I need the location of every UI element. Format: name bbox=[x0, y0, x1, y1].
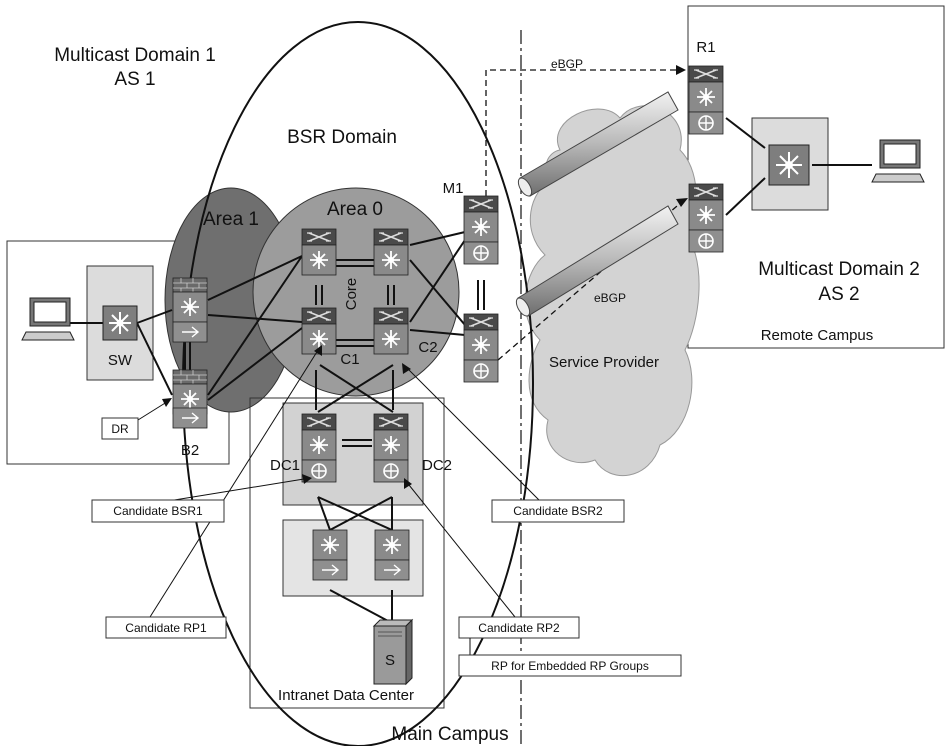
ebgp-arrow-top bbox=[676, 65, 686, 75]
r1-router-bottom bbox=[688, 183, 724, 253]
access-switch-right bbox=[374, 529, 410, 581]
service-provider-label: Service Provider bbox=[549, 354, 659, 371]
bsr2-arrow bbox=[402, 363, 411, 374]
sw-switch-icon bbox=[102, 305, 138, 341]
m1-label: M1 bbox=[443, 180, 464, 197]
r1-label: R1 bbox=[696, 39, 715, 56]
intranet-dc-box bbox=[249, 397, 445, 709]
domain1-title: Multicast Domain 1 bbox=[54, 45, 216, 66]
candidate-rp2-callout: Candidate RP2 bbox=[478, 621, 560, 635]
core-switch-top-right bbox=[373, 228, 409, 276]
m1-router-top bbox=[463, 195, 499, 265]
rp1-callout-box bbox=[105, 616, 227, 639]
core-switch-c2 bbox=[373, 307, 409, 355]
b2-label: B2 bbox=[181, 442, 199, 459]
rp1-arrow bbox=[314, 345, 322, 356]
dr-callout-box bbox=[101, 417, 139, 440]
main-campus-label: Main Campus bbox=[391, 724, 508, 745]
core-switch-top-left bbox=[301, 228, 337, 276]
dc1-label: DC1 bbox=[270, 457, 300, 474]
laptop-left-icon bbox=[21, 297, 75, 341]
domain2-as: AS 2 bbox=[818, 284, 859, 305]
area1-label: Area 1 bbox=[203, 209, 259, 230]
ebgp-arrow-mid bbox=[676, 198, 688, 207]
dc2-label: DC2 bbox=[422, 457, 452, 474]
links bbox=[70, 117, 872, 623]
server-label: S bbox=[385, 652, 395, 669]
b2-firewall-stack bbox=[172, 369, 208, 429]
domain2-title: Multicast Domain 2 bbox=[758, 259, 920, 280]
candidate-rp1-callout: Candidate RP1 bbox=[125, 621, 207, 635]
callout-leaders bbox=[137, 346, 543, 618]
tunnel-top bbox=[517, 91, 679, 197]
intranet-dc-label: Intranet Data Center bbox=[278, 687, 414, 704]
remote-campus-label: Remote Campus bbox=[761, 327, 874, 344]
area0-label: Area 0 bbox=[327, 199, 383, 220]
dr-callout: DR bbox=[111, 422, 129, 436]
bsr-domain-label: BSR Domain bbox=[287, 127, 397, 148]
bsr1-arrow bbox=[302, 474, 312, 484]
service-provider-cloud bbox=[524, 105, 700, 476]
c1-label: C1 bbox=[340, 351, 359, 368]
rp2-arrow bbox=[404, 478, 412, 489]
laptop-right-icon bbox=[871, 139, 925, 183]
server-icon bbox=[372, 618, 414, 686]
candidate-bsr1-callout: Candidate BSR1 bbox=[113, 504, 203, 518]
ebgp-top-label: eBGP bbox=[551, 57, 583, 71]
access-switch-left bbox=[312, 529, 348, 581]
core-switch-c1 bbox=[301, 307, 337, 355]
embedded-rp-callout-box bbox=[458, 654, 682, 677]
dr-arrow bbox=[162, 398, 172, 407]
bsr1-callout-box bbox=[91, 499, 225, 523]
sw-label: SW bbox=[108, 352, 133, 369]
candidate-bsr2-callout: Candidate BSR2 bbox=[513, 504, 603, 518]
embedded-rp-callout: RP for Embedded RP Groups bbox=[491, 659, 649, 673]
tunnel-mid bbox=[515, 205, 679, 317]
remote-switch-icon bbox=[768, 144, 810, 186]
domain1-as: AS 1 bbox=[114, 69, 155, 90]
r1-router-top bbox=[688, 65, 724, 135]
bsr2-callout-box bbox=[491, 499, 625, 523]
ebgp-mid-label: eBGP bbox=[594, 291, 626, 305]
rp2-callout-box bbox=[458, 616, 580, 639]
dc2-switch bbox=[373, 413, 409, 483]
c2-label: C2 bbox=[418, 339, 437, 356]
dc1-switch bbox=[301, 413, 337, 483]
m1-router-bottom bbox=[463, 313, 499, 383]
core-label: Core bbox=[343, 278, 360, 311]
b1-firewall-stack bbox=[172, 277, 208, 343]
